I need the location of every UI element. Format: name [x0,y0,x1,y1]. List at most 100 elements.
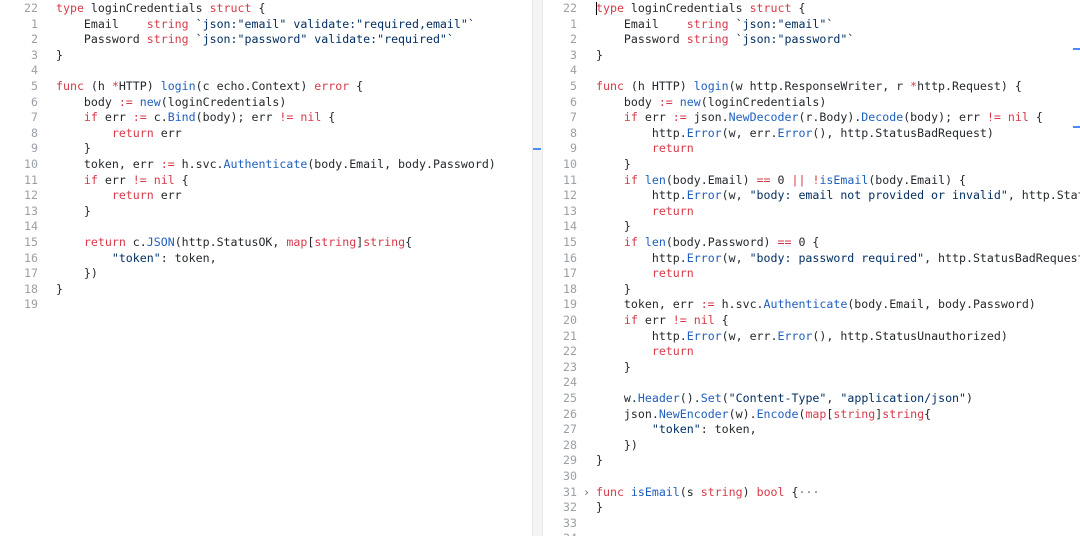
code-line[interactable]: 2 Password string `json:"password" valid… [0,32,532,48]
code-line[interactable]: 17 return [543,266,1080,282]
code-token: } [596,219,631,234]
code-line[interactable]: 14 [0,219,532,235]
code-line[interactable]: 15 return c.JSON(http.StatusOK, map[stri… [0,235,532,251]
code-token: string [686,32,729,47]
code-line[interactable]: 2 Password string `json:"password"` [543,32,1080,48]
code-token: if [623,313,638,327]
code-token: nil [1007,110,1029,125]
code-line[interactable]: 9 return [543,141,1080,157]
code-token: (). [679,391,701,405]
code-token [596,266,652,280]
code-line[interactable]: 6 body := new(loginCredentials) [543,95,1080,111]
code-line[interactable]: 20 if err != nil { [543,313,1080,329]
code-token: len [644,172,666,187]
code-text: }) [596,438,638,454]
code-text: } [596,282,631,298]
code-line[interactable]: 19 token, err := h.svc.Authenticate(body… [543,297,1080,313]
code-token: err [97,172,133,187]
code-line[interactable]: 15 if len(body.Password) == 0 { [543,235,1080,251]
code-line[interactable]: 10 } [543,157,1080,173]
code-line[interactable]: 12 return err [0,188,532,204]
code-line[interactable]: 32} [543,500,1080,516]
code-line[interactable]: 27 "token": token, [543,422,1080,438]
code-line[interactable]: 7 if err := json.NewDecoder(r.Body).Deco… [543,110,1080,126]
code-line[interactable]: 16 "token": token, [0,251,532,267]
code-line[interactable]: 25 w.Header().Set("Content-Type", "appli… [543,391,1080,407]
code-line[interactable]: 29} [543,453,1080,469]
code-text: } [56,48,63,64]
code-text: } [596,360,631,376]
code-token: * [910,79,918,93]
code-line[interactable]: 6 body := new(loginCredentials) [0,95,532,111]
code-line[interactable]: 21 http.Error(w, err.Error(), http.Statu… [543,329,1080,345]
code-line[interactable]: 34 [543,531,1080,536]
code-line[interactable]: 13 return [543,204,1080,220]
code-token: func [596,79,624,93]
code-token: (w, [721,188,750,203]
code-line[interactable]: 13 } [0,204,532,220]
line-number: 24 [563,375,577,390]
code-line[interactable]: 16 http.Error(w, "body: password require… [543,251,1080,267]
code-line[interactable]: 4 [0,63,532,79]
code-token: { [1028,110,1043,125]
code-token: } [596,157,631,171]
code-token [56,251,112,265]
code-line[interactable]: 10 token, err := h.svc.Authenticate(body… [0,157,532,173]
code-line[interactable]: 19 [0,297,532,313]
code-text: return [596,266,694,282]
code-line[interactable]: 11 if len(body.Email) == 0 || !isEmail(b… [543,173,1080,189]
code-token [624,485,631,499]
code-line[interactable]: 24 [543,375,1080,391]
line-number: 17 [24,266,38,281]
line-number: 4 [570,63,577,78]
code-token [596,313,624,327]
code-line[interactable]: 4 [543,63,1080,79]
code-line[interactable]: 26 json.NewEncoder(w).Encode(map[string]… [543,407,1080,423]
pane-divider[interactable] [532,0,543,536]
code-token: ) [966,391,973,405]
code-token [596,204,652,218]
line-number: 19 [24,297,38,312]
code-line[interactable]: 31›func isEmail(s string) bool {··· [543,485,1080,501]
code-token: (body.Email, body.Password) [307,157,496,171]
code-token: } [56,203,91,218]
code-line[interactable]: 18} [0,282,532,298]
code-line[interactable]: 8 return err [0,126,532,142]
code-line[interactable]: 1 Email string `json:"email" validate:"r… [0,17,532,33]
code-token: (body.Email) { [868,172,967,187]
code-line[interactable]: 23 } [543,360,1080,376]
code-token: isEmail [630,484,680,499]
code-line[interactable]: 11 if err != nil { [0,173,532,189]
code-line[interactable]: 30 [543,469,1080,485]
code-line[interactable]: 8 http.Error(w, err.Error(), http.Status… [543,126,1080,142]
code-text: return err [56,126,182,142]
fold-chevron-icon[interactable]: › [583,484,590,499]
code-line[interactable]: 12 http.Error(w, "body: email not provid… [543,188,1080,204]
code-line[interactable]: 3} [543,48,1080,64]
code-line[interactable]: 28 }) [543,438,1080,454]
code-text: w.Header().Set("Content-Type", "applicat… [596,391,973,407]
code-line[interactable]: 14 } [543,219,1080,235]
code-line[interactable]: 33 [543,516,1080,532]
code-token: Encode [756,406,799,421]
code-line[interactable]: 22 return [543,344,1080,360]
code-line[interactable]: 18 } [543,282,1080,298]
code-line[interactable]: 9 } [0,141,532,157]
code-token: login [693,79,729,93]
code-line[interactable]: 1 Email string `json:"email"` [543,17,1080,33]
code-line[interactable]: 17 }) [0,266,532,282]
code-text: func (h *HTTP) login(c echo.Context) err… [56,79,363,95]
code-token: return [651,203,694,218]
code-token: `json:"password" validate:"required"` [195,32,454,47]
code-token: return [111,125,154,140]
code-text: if err != nil { [56,173,189,189]
code-token: := [160,157,175,171]
code-line[interactable]: 3} [0,48,532,64]
code-line[interactable]: 7 if err := c.Bind(body); err != nil { [0,110,532,126]
